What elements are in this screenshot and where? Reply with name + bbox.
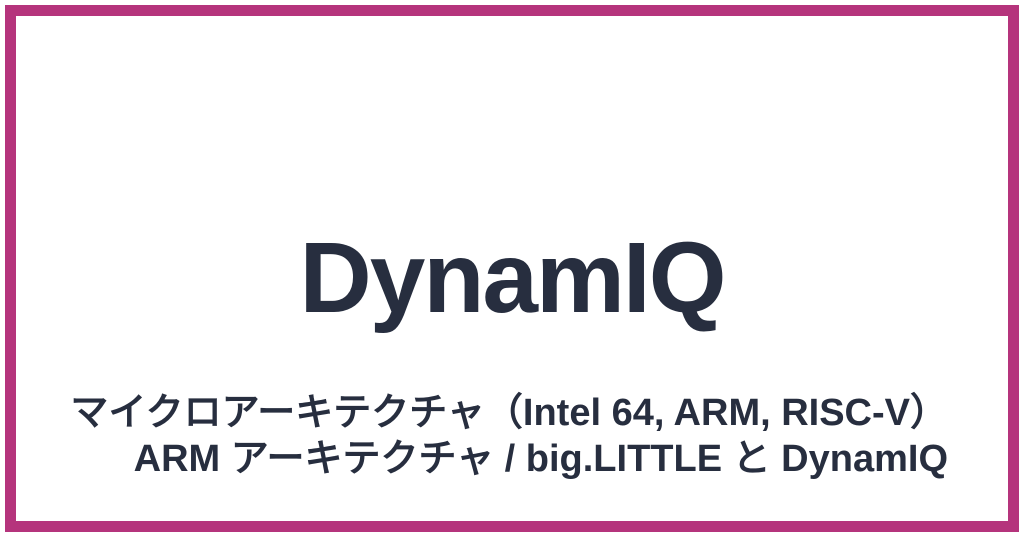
subtitle-line-series: マイクロアーキテクチャ（Intel 64, ARM, RISC-V） bbox=[70, 392, 948, 434]
subtitle-line-chapter: ARM アーキテクチャ / big.LITTLE と DynamIQ bbox=[133, 438, 948, 480]
slide-subtitle: マイクロアーキテクチャ（Intel 64, ARM, RISC-V） ARM ア… bbox=[60, 390, 948, 482]
slide-title: DynamIQ bbox=[299, 222, 726, 334]
